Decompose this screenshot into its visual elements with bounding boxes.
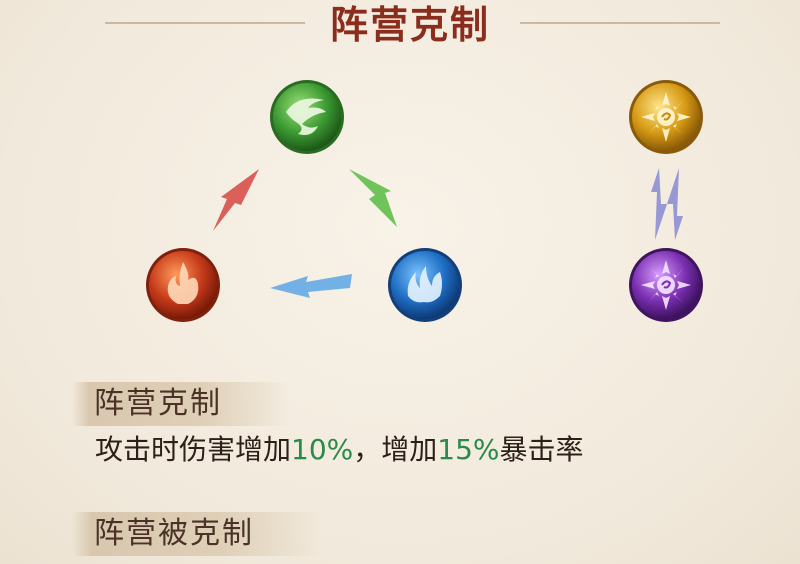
counter-section-ribbon: 阵营克制 [72, 382, 290, 426]
counter-desc-text-1: 攻击时伤害增加 [95, 433, 292, 466]
counter-crit-bonus-value: 15% [437, 433, 500, 466]
title-divider-right [520, 22, 720, 24]
countered-section-ribbon: 阵营被克制 [72, 512, 322, 556]
arrow-wind-to-water-icon [345, 165, 405, 235]
counter-damage-bonus-value: 10% [291, 433, 354, 466]
water-emblem-icon [386, 246, 464, 324]
page-title: 阵营克制 [329, 2, 490, 47]
fire-emblem-icon [144, 246, 222, 324]
counter-desc-text-3: 暴击率 [499, 433, 584, 466]
light-emblem-icon [627, 78, 705, 156]
title-bar: 阵营克制 [0, 0, 800, 60]
arrow-light-dark-mutual-icon [645, 164, 689, 244]
dark-emblem-icon [627, 246, 705, 324]
counter-section-label: 阵营克制 [94, 386, 222, 421]
arrow-fire-to-wind-icon [205, 165, 265, 235]
countered-section-label: 阵营被克制 [94, 516, 254, 551]
arrow-water-to-fire-icon [266, 268, 356, 304]
counter-description: 攻击时伤害增加10%，增加15%暴击率 [95, 430, 584, 470]
wind-emblem-icon [268, 78, 346, 156]
counter-desc-text-2: ，增加 [353, 433, 438, 466]
title-divider-left [105, 22, 305, 24]
